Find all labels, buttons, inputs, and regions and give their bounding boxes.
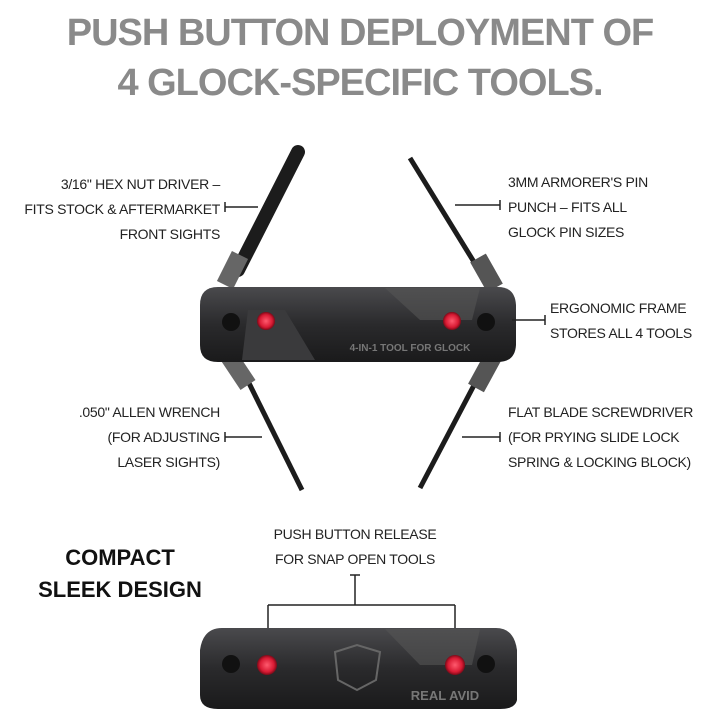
headline-line-1-text: PUSH BUTTON DEPLOYMENT OF [66, 12, 655, 54]
allen-wrench-tool [220, 350, 305, 492]
headline-line-2-text: 4 GLOCK-SPECIFIC TOOLS. [117, 62, 603, 104]
screwdriver-tool [417, 350, 502, 490]
brand-engraving: REAL AVID [411, 688, 479, 703]
compact-tool-frame: REAL AVID [200, 628, 517, 709]
callout-screwdriver: FLAT BLADE SCREWDRIVER(FOR PRYING SLIDE … [508, 404, 694, 470]
compact-release-button-left [257, 655, 277, 675]
release-button-right [443, 312, 461, 330]
headline-line-2: 4 GLOCK-SPECIFIC TOOLS. [0, 58, 720, 108]
compact-release-button-right [445, 655, 465, 675]
release-button-left [257, 312, 275, 330]
pin-punch-tool [407, 156, 503, 293]
hex-driver-tool [216, 145, 305, 290]
callout-hex-driver: 3/16" HEX NUT DRIVER –FITS STOCK & AFTER… [24, 176, 220, 242]
tool-frame: 4-IN-1 TOOL FOR GLOCK [200, 287, 516, 362]
headline-line-1: PUSH BUTTON DEPLOYMENT OF [0, 8, 720, 58]
tool-engraving: 4-IN-1 TOOL FOR GLOCK [350, 343, 472, 354]
brand-shield-logo [333, 643, 382, 692]
